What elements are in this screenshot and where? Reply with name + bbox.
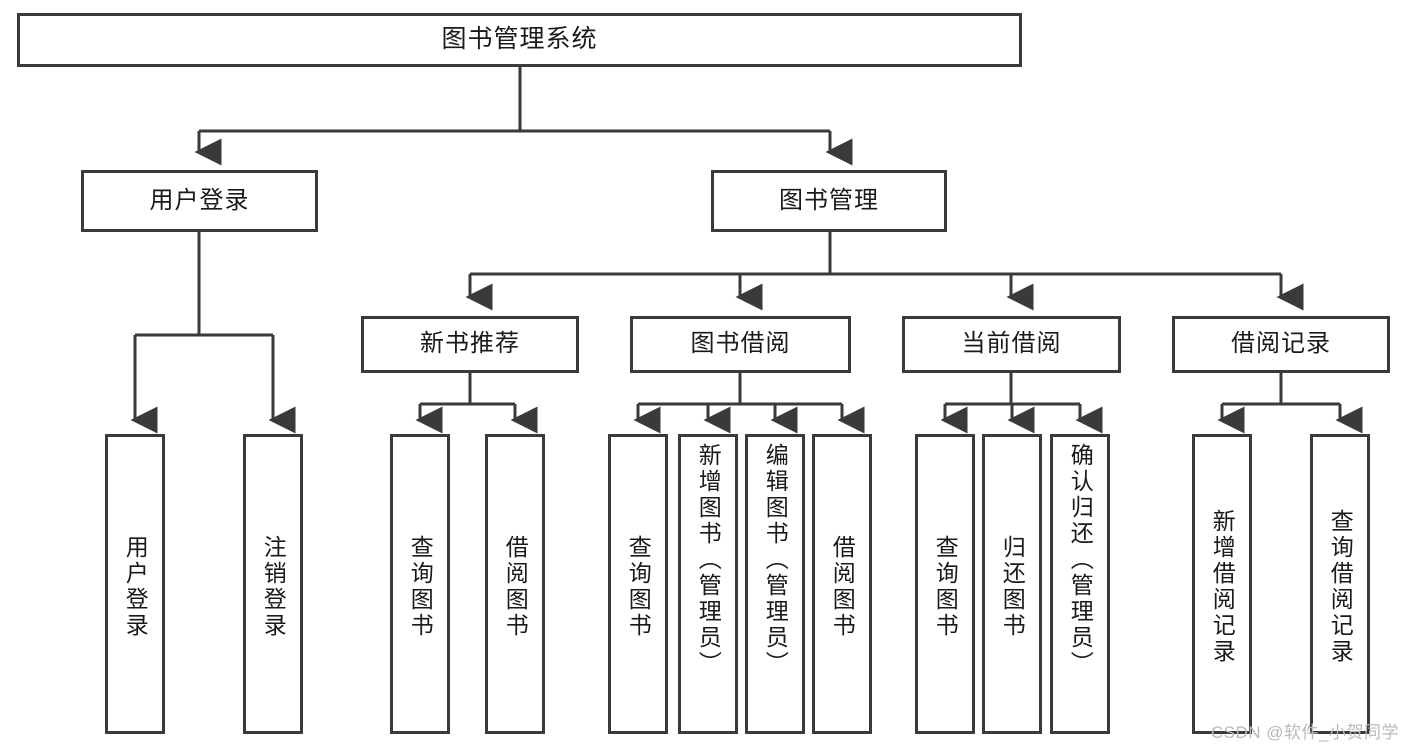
leaf-borrow-query-book[interactable]: 查询图书 [608,434,668,734]
node-book-borrow-label: 图书借阅 [690,330,791,358]
leaf-user-login-login[interactable]: 用户登录 [105,434,165,734]
leaf-borrow-edit-book-label: 编辑图书（管理员） [762,443,789,677]
leaf-record-add-record[interactable]: 新增借阅记录 [1192,434,1252,734]
node-new-book-recommend-label: 新书推荐 [420,330,520,358]
node-book-management-label: 图书管理 [779,186,879,214]
node-book-borrow[interactable]: 图书借阅 [630,316,851,373]
leaf-current-confirm-return[interactable]: 确认归还（管理员） [1050,434,1110,734]
leaf-record-query-record[interactable]: 查询借阅记录 [1310,434,1370,734]
node-book-management[interactable]: 图书管理 [711,170,947,232]
leaf-current-return-book[interactable]: 归还图书 [982,434,1042,734]
leaf-borrow-borrow-book-label: 借阅图书 [829,535,856,639]
leaf-recommend-query-book-label: 查询图书 [407,535,434,639]
node-borrow-record-label: 借阅记录 [1231,330,1331,358]
node-current-borrow[interactable]: 当前借阅 [902,316,1121,373]
leaf-borrow-query-book-label: 查询图书 [625,535,652,639]
node-new-book-recommend[interactable]: 新书推荐 [361,316,579,373]
leaf-user-login-logout[interactable]: 注销登录 [243,434,303,734]
leaf-recommend-borrow-book[interactable]: 借阅图书 [485,434,545,734]
leaf-record-query-record-label: 查询借阅记录 [1327,509,1354,665]
watermark-text: CSDN @软件_小贺同学 [1210,723,1399,742]
node-root[interactable]: 图书管理系统 [17,13,1022,67]
leaf-current-confirm-return-label: 确认归还（管理员） [1067,443,1094,677]
node-root-label: 图书管理系统 [441,25,598,54]
leaf-current-return-book-label: 归还图书 [999,535,1026,639]
node-user-login-label: 用户登录 [149,186,250,214]
leaf-borrow-add-book-label: 新增图书（管理员） [695,443,722,677]
leaf-borrow-edit-book[interactable]: 编辑图书（管理员） [745,434,805,734]
leaf-current-query-book[interactable]: 查询图书 [915,434,975,734]
node-user-login[interactable]: 用户登录 [81,170,318,232]
node-current-borrow-label: 当前借阅 [961,330,1062,358]
leaf-recommend-query-book[interactable]: 查询图书 [390,434,450,734]
leaf-user-login-logout-label: 注销登录 [260,535,287,639]
leaf-borrow-borrow-book[interactable]: 借阅图书 [812,434,872,734]
leaf-borrow-add-book[interactable]: 新增图书（管理员） [678,434,738,734]
leaf-current-query-book-label: 查询图书 [932,535,959,639]
leaf-record-add-record-label: 新增借阅记录 [1209,509,1236,665]
leaf-user-login-login-label: 用户登录 [122,535,149,639]
node-borrow-record[interactable]: 借阅记录 [1172,316,1390,373]
leaf-recommend-borrow-book-label: 借阅图书 [502,535,529,639]
